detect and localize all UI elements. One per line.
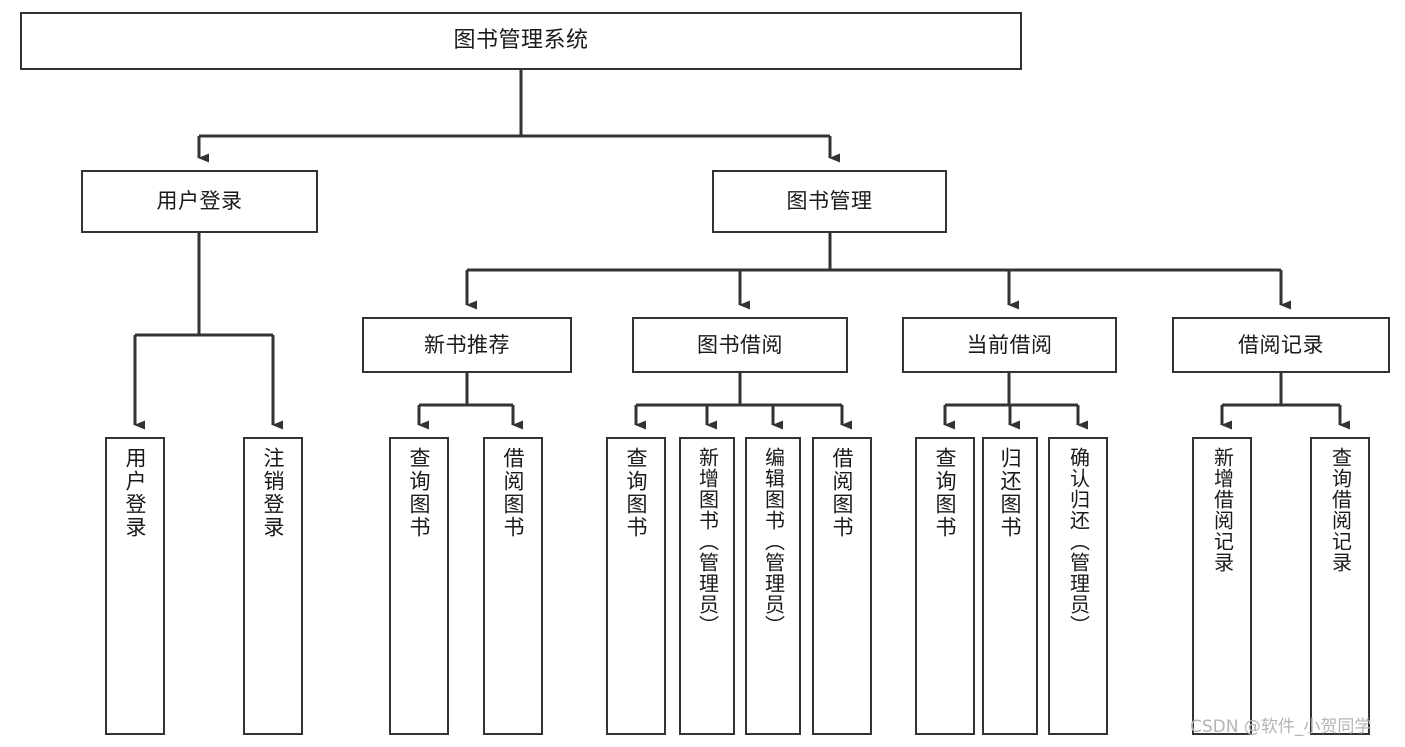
node-label: 借阅图书 [501, 447, 526, 539]
book-borrow-children-connectors [634, 373, 852, 430]
node-label: 借阅图书 [830, 447, 855, 539]
node-user-login[interactable]: 用户登录 [81, 170, 318, 233]
node-leaf-logout[interactable]: 注销登录 [243, 437, 303, 735]
node-label: 编辑图书（管理员） [761, 447, 786, 636]
node-borrow-record[interactable]: 借阅记录 [1172, 317, 1390, 373]
csdn-watermark: CSDN @软件_小贺同学 [1190, 717, 1372, 737]
node-leaf-add-borrow-record[interactable]: 新增借阅记录 [1192, 437, 1252, 735]
node-leaf-borrow-book-2[interactable]: 借阅图书 [812, 437, 872, 735]
node-label: 新增图书（管理员） [695, 447, 720, 636]
node-book-management[interactable]: 图书管理 [712, 170, 947, 233]
node-label: 图书借阅 [697, 332, 783, 357]
node-label: 新书推荐 [424, 332, 510, 357]
node-leaf-return-book[interactable]: 归还图书 [982, 437, 1038, 735]
node-new-book-recommend[interactable]: 新书推荐 [362, 317, 572, 373]
node-label: 新增借阅记录 [1210, 447, 1235, 573]
book-manage-children-connectors [465, 233, 1291, 310]
node-label: 图书管理 [786, 189, 873, 214]
node-label: 图书管理系统 [453, 28, 589, 54]
node-label: 用户登录 [156, 189, 243, 214]
node-leaf-add-book-admin[interactable]: 新增图书（管理员） [679, 437, 735, 735]
node-leaf-query-book-2[interactable]: 查询图书 [606, 437, 666, 735]
root-to-level1-connectors [197, 70, 840, 163]
node-label: 确认归还（管理员） [1066, 447, 1091, 636]
user-login-children-connectors [133, 233, 283, 430]
node-label: 查询借阅记录 [1328, 447, 1353, 573]
node-label: 当前借阅 [966, 332, 1053, 357]
borrow-record-children-connectors [1220, 373, 1350, 430]
node-leaf-edit-book-admin[interactable]: 编辑图书（管理员） [745, 437, 801, 735]
node-label: 查询图书 [407, 447, 432, 539]
node-leaf-query-book-3[interactable]: 查询图书 [915, 437, 975, 735]
node-label: 注销登录 [261, 447, 286, 539]
node-label: 查询图书 [933, 447, 958, 539]
current-borrow-children-connectors [943, 373, 1088, 430]
node-book-borrow[interactable]: 图书借阅 [632, 317, 848, 373]
node-label: 查询图书 [624, 447, 649, 539]
node-leaf-user-login[interactable]: 用户登录 [105, 437, 165, 735]
node-label: 借阅记录 [1238, 332, 1324, 357]
node-root-system[interactable]: 图书管理系统 [20, 12, 1022, 70]
node-leaf-query-borrow-record[interactable]: 查询借阅记录 [1310, 437, 1370, 735]
node-current-borrow[interactable]: 当前借阅 [902, 317, 1117, 373]
new-book-rec-children-connectors [417, 373, 523, 430]
node-leaf-confirm-return-admin[interactable]: 确认归还（管理员） [1048, 437, 1108, 735]
node-label: 归还图书 [998, 447, 1023, 539]
node-label: 用户登录 [123, 447, 148, 539]
node-leaf-query-book-1[interactable]: 查询图书 [389, 437, 449, 735]
node-leaf-borrow-book-1[interactable]: 借阅图书 [483, 437, 543, 735]
